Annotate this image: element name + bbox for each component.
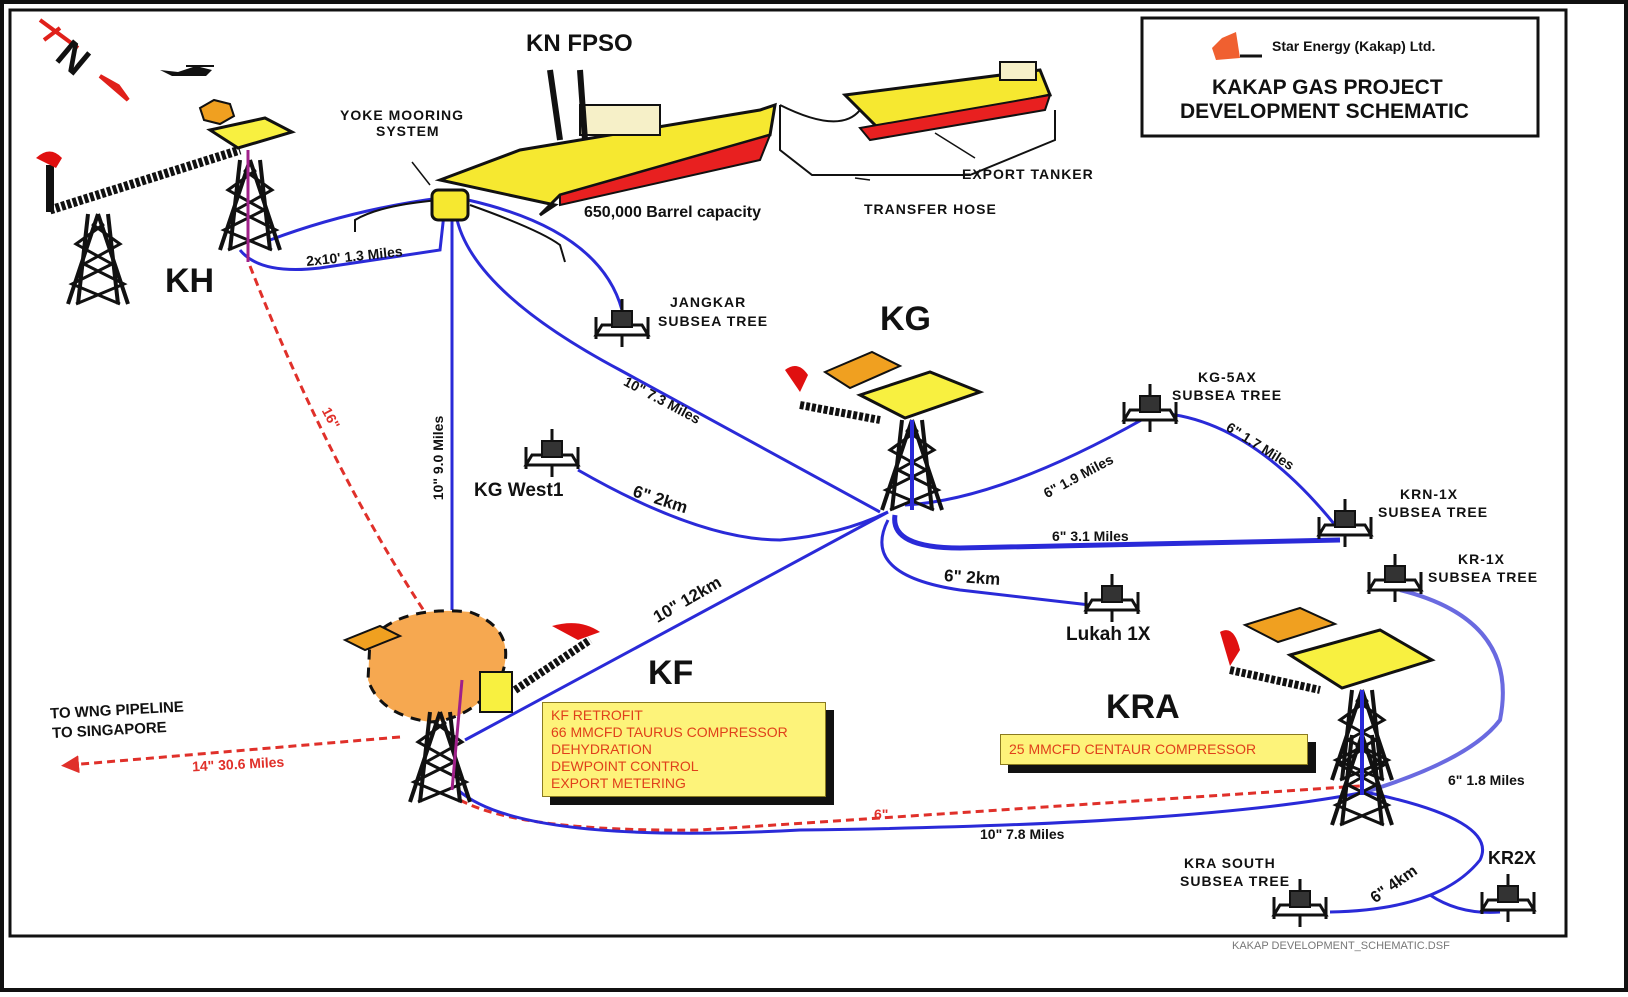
pipeline-kh-yoke-2 (269, 196, 441, 242)
pipeline-label-kra-kf-dashed: 6" (874, 806, 889, 822)
tree-label-krn1x: KRN-1X (1400, 486, 1459, 502)
export-tanker-label: EXPORT TANKER (962, 166, 1094, 182)
pipeline-label-kra-kf: 10" 7.8 Miles (980, 826, 1065, 842)
fpso-ship-icon (430, 69, 777, 222)
kf-info-line: KF RETROFIT (551, 707, 643, 723)
facility-label-kh: KH (165, 262, 215, 300)
tree-label-krn1x-sub: SUBSEA TREE (1378, 504, 1489, 520)
pipeline-label-kr1x-kra: 6" 1.8 Miles (1448, 772, 1525, 788)
pipeline-label-kg-krn: 6" 3.1 Miles (1052, 528, 1129, 544)
kf-info-line: DEHYDRATION (551, 741, 652, 757)
flare-icon (552, 623, 600, 640)
pipeline-yoke-jangkar (467, 198, 624, 311)
compass-icon (38, 18, 130, 102)
tree-label-krasouth: KRA SOUTH (1184, 855, 1276, 871)
pipeline-kf-kg (464, 510, 889, 742)
facility-label-kg: KG (880, 300, 931, 338)
tree-label-kg5ax-sub: SUBSEA TREE (1172, 387, 1283, 403)
yoke-mooring-label-2: SYSTEM (376, 123, 440, 139)
helideck-icon (822, 350, 903, 390)
flare-icon (36, 151, 62, 168)
pipelines-blue (238, 196, 1505, 914)
pipeline-kgwest-kg (577, 468, 889, 542)
pipeline-kg-lukah (880, 519, 1091, 607)
company-name: Star Energy (Kakap) Ltd. (1272, 38, 1436, 54)
pipeline-14in-export-dashed (61, 735, 401, 774)
tree-label-jangkar-sub: SUBSEA TREE (658, 313, 769, 329)
flare-icon (1220, 630, 1240, 666)
facility-label-kra: KRA (1106, 688, 1180, 726)
kf-retrofit-infobox: KF RETROFIT 66 MMCFD TAURUS COMPRESSOR D… (542, 702, 826, 797)
inner-border (8, 8, 1568, 938)
kf-info-line: 66 MMCFD TAURUS COMPRESSOR (551, 724, 788, 740)
subsea-tree-lukah1x-icon (1084, 572, 1140, 624)
yoke-mooring-label-1: YOKE MOORING (340, 107, 465, 123)
tree-label-jangkar: JANGKAR (670, 294, 747, 310)
pipeline-kg-krn (892, 514, 1341, 551)
subsea-tree-kgwest1-icon (524, 427, 580, 479)
tree-label-kr1x: KR-1X (1458, 551, 1506, 567)
pipeline-kg5ax-krn (1159, 411, 1337, 526)
pipeline-label-kg-lukah: 6" 2km (943, 566, 1001, 589)
transfer-hose-label: TRANSFER HOSE (864, 201, 997, 217)
yoke-buoy-icon (430, 188, 470, 222)
tree-label-krasouth-sub: SUBSEA TREE (1180, 873, 1291, 889)
transfer-hose (779, 104, 1056, 176)
diagram-title-line1: KAKAP GAS PROJECT (1212, 76, 1443, 99)
platform-kf-icon (342, 609, 600, 804)
flare-icon (785, 366, 808, 392)
pipeline-kh-yoke (238, 204, 447, 272)
barrel-capacity-label: 650,000 Barrel capacity (584, 204, 762, 221)
tree-label-kgwest1: KG West1 (474, 480, 564, 501)
helicopter-icon (160, 65, 214, 76)
footer-filename: KAKAP DEVELOPMENT_SCHEMATIC.DSF (1232, 940, 1450, 952)
tree-label-kg5ax: KG-5AX (1198, 369, 1257, 385)
tree-label-kr2x: KR2X (1488, 848, 1537, 868)
diagram-title-line2: DEVELOPMENT SCHEMATIC (1180, 100, 1469, 123)
title-block-border (1140, 16, 1540, 138)
tree-label-kr1x-sub: SUBSEA TREE (1428, 569, 1539, 585)
kra-compressor-infobox: 25 MMCFD CENTAUR COMPRESSOR (1000, 734, 1308, 765)
kf-info-line: DEWPOINT CONTROL (551, 758, 699, 774)
pipeline-kra-kf (457, 788, 1366, 835)
helideck-icon (198, 98, 236, 126)
kra-info-line: 25 MMCFD CENTAUR COMPRESSOR (1009, 741, 1257, 757)
facility-label-kf: KF (648, 654, 694, 692)
pipeline-kra-south (1329, 790, 1484, 914)
fpso-risers (354, 104, 1056, 263)
pipeline-yoke-kg (454, 214, 881, 514)
pipeline-6in-kra-kf-dashed (459, 784, 1361, 832)
subsea-tree-kr2x-icon (1480, 872, 1536, 924)
helideck-icon (342, 624, 403, 652)
company-logo-icon (1212, 32, 1262, 60)
platform-kra-icon (1220, 606, 1436, 827)
facility-label-kn-fpso: KN FPSO (526, 30, 633, 57)
export-tanker-icon (841, 61, 1053, 142)
platform-kg-icon (785, 350, 985, 512)
kf-info-line: EXPORT METERING (551, 775, 686, 791)
platform-kh-icon (36, 98, 296, 306)
pipeline-16in-dashed (248, 265, 432, 621)
helideck-icon (1242, 606, 1338, 644)
pipeline-kra-kr2x (1429, 893, 1501, 914)
pipeline-label-yoke-kf: 10" 9.0 Miles (430, 415, 447, 501)
tree-label-lukah1x: Lukah 1X (1066, 624, 1151, 645)
pipeline-kr1x-kra (1364, 588, 1505, 794)
subsea-tree-jangkar-icon (594, 297, 650, 349)
